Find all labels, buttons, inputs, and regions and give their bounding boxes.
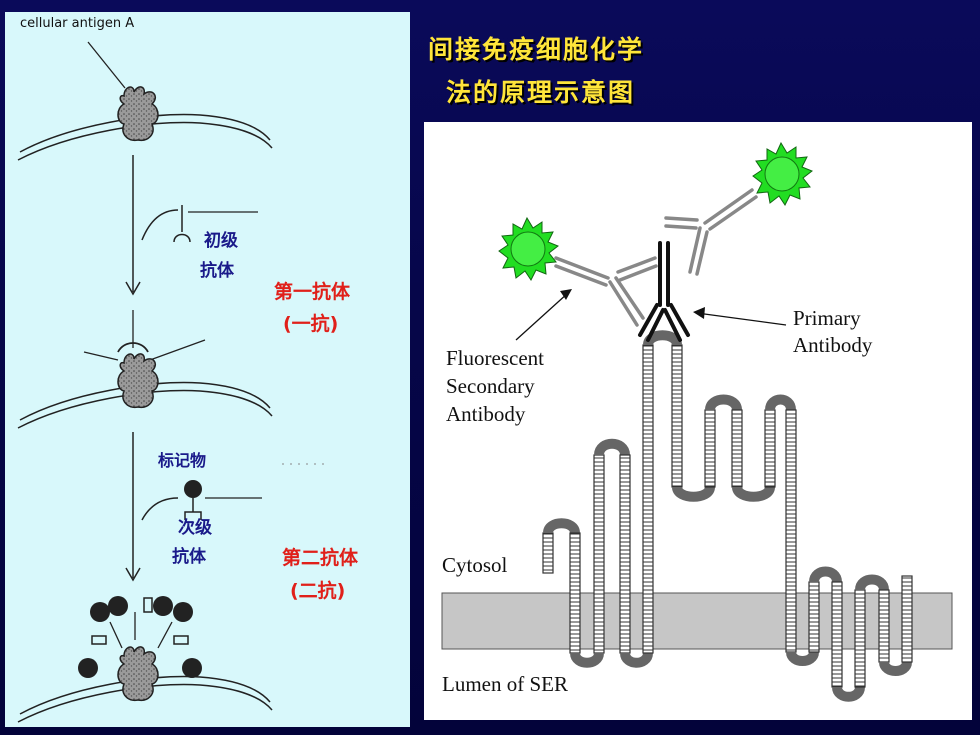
- primary-label-1: Primary: [793, 306, 861, 330]
- protein-chain: [542, 330, 913, 702]
- stage1-antigen-on-membrane: [17, 41, 273, 161]
- fluor-label-2: Secondary: [446, 374, 535, 398]
- antigen-3: [117, 646, 159, 702]
- second-antibody-label: 第二抗体: [282, 546, 359, 569]
- slide-title-line2: 法的原理示意图: [446, 78, 636, 107]
- marker-label: 标记物: [157, 451, 206, 470]
- fluor-pointer-line: [515, 292, 569, 341]
- marker-dot: [184, 480, 202, 498]
- secondary-antibody-right: [664, 188, 758, 276]
- stage3-secondary-bound: [17, 596, 273, 723]
- secondary-antibody-left: [554, 256, 658, 327]
- arrow-2-head: [125, 567, 141, 582]
- antigen-1: [117, 86, 159, 142]
- secondary-antibody-icon: [141, 480, 262, 521]
- slide-title-line1: 间接免疫细胞化学: [428, 35, 645, 64]
- fluor-pointer-head: [560, 289, 572, 300]
- left-panel-background: [5, 12, 410, 727]
- primary-antibody-y: [638, 241, 690, 342]
- right-panel: Primary Antibody Fluorescent Secondary A…: [424, 122, 972, 720]
- fluorescent-marker-left: [498, 216, 559, 281]
- primary-label-2: Antibody: [793, 333, 873, 357]
- fluor-label-3: Antibody: [446, 402, 526, 426]
- membrane-band: [441, 592, 953, 650]
- antigen-2: [117, 353, 159, 409]
- arrow-1-head: [125, 281, 141, 296]
- secondary-ab-cn-2: 抗体: [172, 546, 207, 567]
- stage2-primary-bound: [17, 310, 273, 429]
- first-antibody-label: 第一抗体: [274, 280, 351, 303]
- primary-ab-cn-1: 初级: [204, 230, 238, 251]
- fluorescent-marker-right: [752, 141, 813, 206]
- antigen-label: cellular antigen A: [20, 16, 134, 31]
- second-antibody-abbrev: (二抗): [290, 579, 345, 602]
- primary-ab-cn-2: 抗体: [200, 260, 235, 281]
- membrane-inner: [17, 121, 273, 161]
- fluor-label-1: Fluorescent: [446, 346, 544, 370]
- primary-pointer-head: [693, 307, 705, 319]
- left-panel: cellular antigen A 初级 抗体 第一抗体 (一抗) 标记物 次…: [5, 12, 410, 727]
- lumen-label: Lumen of SER: [442, 672, 568, 696]
- primary-antibody-icon: [141, 205, 258, 243]
- antigen-leader-line: [87, 41, 126, 89]
- membrane-outer: [19, 113, 271, 153]
- first-antibody-abbrev: (一抗): [283, 312, 338, 335]
- secondary-ab-cn-1: 次级: [178, 517, 212, 538]
- cytosol-label: Cytosol: [442, 553, 508, 577]
- primary-pointer-line: [696, 312, 787, 326]
